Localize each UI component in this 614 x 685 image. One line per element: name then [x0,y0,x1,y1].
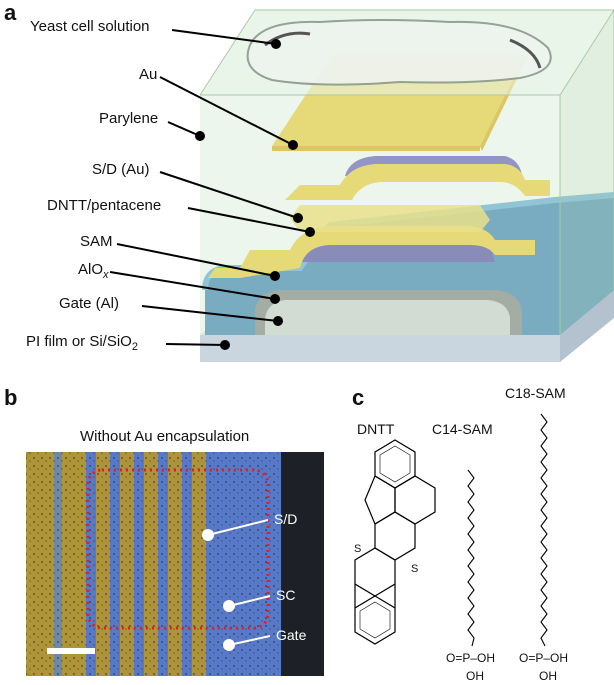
c18-oh: OH [539,669,557,683]
c14-chain [468,470,474,646]
c18-phosphonate: O=P–OH [519,651,568,665]
dntt-s-right: S [411,563,418,575]
dntt-s-left: S [354,543,361,555]
c14-oh: OH [466,669,484,683]
dntt-structure [355,440,435,644]
c18-chain [541,414,547,646]
c14-phosphonate: O=P–OH [446,651,495,665]
